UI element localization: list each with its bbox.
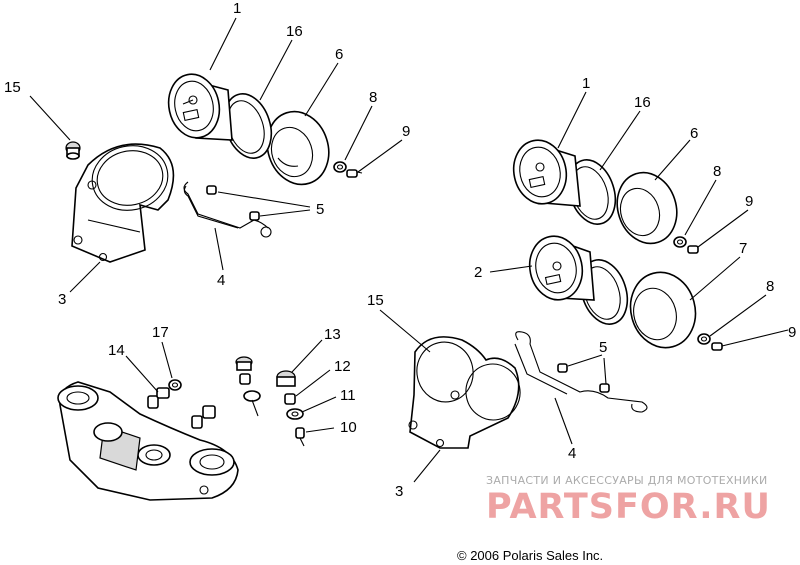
gauge-cup-7-right — [629, 271, 697, 349]
stud-center — [191, 405, 216, 429]
callout-4-left: 4 — [217, 272, 225, 289]
callout-3-left: 3 — [58, 291, 66, 308]
watermark-brand: PARTSFOR.RU — [486, 487, 771, 527]
callout-15-left: 15 — [4, 79, 21, 96]
copyright-notice: © 2006 Polaris Sales Inc. — [457, 548, 603, 563]
callout-10: 10 — [340, 419, 357, 436]
bulb-5-right — [557, 363, 610, 393]
callout-8-right-lower: 8 — [766, 278, 774, 295]
left-gauge-assembly — [65, 73, 363, 263]
wire-harness-4-right — [514, 331, 648, 413]
callout-5-right: 5 — [599, 339, 607, 356]
watermark: ЗАПЧАСТИ И АКСЕССУАРЫ ДЛЯ МОТОТЕХНИКИ PA… — [486, 474, 771, 527]
callout-4-right: 4 — [568, 445, 576, 462]
callout-14: 14 — [108, 342, 125, 359]
watermark-tagline: ЗАПЧАСТИ И АКСЕССУАРЫ ДЛЯ МОТОТЕХНИКИ — [486, 474, 768, 487]
gauge-1-right — [512, 139, 581, 207]
callout-16-left: 16 — [286, 23, 303, 40]
stud-14 — [147, 387, 170, 409]
callout-13: 13 — [324, 326, 341, 343]
callout-7: 7 — [739, 240, 747, 257]
callout-11: 11 — [340, 387, 356, 404]
leader-lines — [29, 17, 789, 483]
callout-1-right: 1 — [582, 75, 590, 92]
nut-8-left — [333, 161, 347, 173]
callout-15-right: 15 — [367, 292, 384, 309]
screw-9-right-lower — [711, 342, 723, 351]
callout-9-left: 9 — [402, 123, 410, 140]
gauge-ring-16-right — [567, 159, 617, 225]
screw-9-right-upper — [687, 245, 699, 254]
washer-11 — [286, 408, 304, 420]
callout-17: 17 — [152, 324, 169, 341]
callout-9-right-lower: 9 — [788, 324, 796, 341]
callout-6-left: 6 — [335, 46, 343, 63]
right-gauge-assembly — [408, 139, 723, 449]
callout-6-right: 6 — [690, 125, 698, 142]
gauge-1-left — [167, 73, 233, 141]
callout-8-left: 8 — [369, 89, 377, 106]
callout-1-left: 1 — [233, 0, 241, 17]
triple-clamp-assembly — [57, 356, 305, 501]
gauge-2-right — [528, 235, 595, 301]
callout-12: 12 — [334, 358, 351, 375]
callout-16-right: 16 — [634, 94, 651, 111]
bolt-10 — [295, 427, 305, 447]
screw-9-left — [346, 169, 363, 178]
callout-3-right: 3 — [395, 483, 403, 500]
cap-13 — [276, 370, 296, 387]
nut-8-right-lower — [697, 333, 711, 345]
bracket-3-right — [408, 336, 521, 449]
spacer-12 — [284, 393, 296, 405]
washer-17 — [168, 379, 182, 391]
bulb-5-left — [206, 185, 260, 221]
bracket-3-left — [71, 143, 175, 263]
fastener-stack-a — [235, 356, 261, 417]
gauge-cup-6-left — [266, 110, 330, 186]
callout-2: 2 — [474, 264, 482, 281]
callout-labels: 1 16 6 15 8 9 5 4 3 1 16 6 8 9 2 7 8 9 1… — [4, 0, 796, 500]
wire-harness-4-left — [183, 181, 272, 238]
callout-5-left: 5 — [316, 201, 324, 218]
callout-9-right: 9 — [745, 193, 753, 210]
callout-8-right: 8 — [713, 163, 721, 180]
grommet-15-left — [65, 141, 81, 160]
triple-clamp — [57, 381, 239, 501]
nut-8-right-upper — [673, 236, 687, 248]
gauge-cup-6-right — [616, 171, 678, 245]
